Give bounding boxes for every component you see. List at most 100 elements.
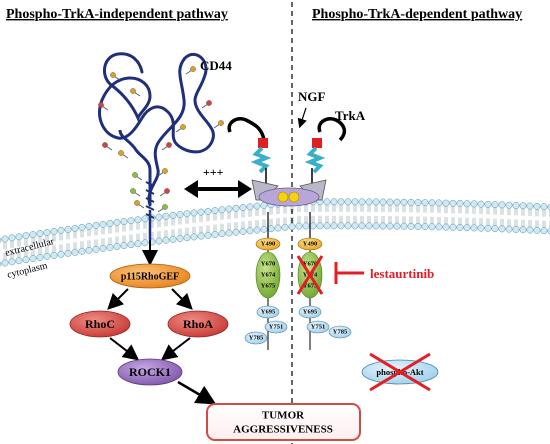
lipid-head	[400, 222, 408, 230]
lipid-head	[162, 236, 170, 244]
lipid-tail	[262, 219, 266, 227]
lipid-head	[64, 225, 72, 233]
lipid-head	[85, 222, 93, 230]
lipid-head	[225, 205, 233, 213]
svg-text:Y785: Y785	[249, 334, 264, 341]
lipid-head	[253, 202, 261, 210]
lipid-head	[8, 234, 16, 242]
lipid-tail	[129, 234, 133, 242]
lipid-head	[435, 223, 443, 231]
p115rhogef-node: p115RhoGEF	[109, 263, 191, 289]
glycan-dot	[130, 188, 136, 194]
lipid-tail	[437, 205, 441, 213]
lipid-tail	[402, 205, 406, 213]
lipid-head	[92, 245, 100, 253]
lipid-head	[435, 199, 443, 207]
lipid-head	[169, 211, 177, 219]
lipid-head	[407, 222, 415, 230]
y751-right: Y751	[306, 320, 330, 334]
lipid-head	[8, 258, 16, 266]
glycan-dot	[180, 124, 186, 130]
lipid-tail	[528, 220, 532, 228]
lipid-tail	[283, 217, 287, 225]
svg-text:TUMOR: TUMOR	[262, 410, 305, 422]
lipid-head	[505, 225, 513, 233]
lipid-head	[183, 210, 191, 218]
lipid-head	[253, 226, 261, 234]
lipid-head	[344, 198, 352, 206]
lipid-tail	[150, 231, 154, 239]
svg-text:Y675: Y675	[303, 282, 318, 289]
lipid-head	[365, 198, 373, 206]
lipid-tail	[241, 210, 245, 218]
glycan-dot	[162, 168, 168, 174]
lipid-tail	[73, 231, 77, 239]
lipid-head	[71, 224, 79, 232]
lipid-head	[218, 206, 226, 214]
rhoa-to-rock1-arrow	[160, 337, 191, 361]
lipid-head	[533, 226, 541, 234]
lipid-tail	[66, 243, 70, 251]
lipid-head	[316, 222, 324, 230]
lipid-head	[442, 199, 450, 207]
lipid-head	[309, 222, 317, 230]
lipid-tail	[500, 218, 504, 226]
lipid-head	[99, 244, 107, 252]
lipid-tail	[465, 206, 469, 214]
lipid-tail	[80, 230, 84, 238]
y695-left: Y695	[256, 305, 280, 319]
lipid-tail	[472, 206, 476, 214]
lipid-tail	[17, 250, 21, 258]
lipid-head	[190, 209, 198, 217]
lipid-head	[113, 243, 121, 250]
lipid-head	[183, 234, 191, 242]
lipid-head	[176, 235, 184, 242]
lipid-tail	[444, 206, 448, 214]
lipid-tail	[227, 222, 231, 230]
y785-left: Y785	[244, 331, 268, 345]
lipid-tail	[521, 208, 525, 216]
lipid-tail	[248, 209, 252, 217]
lipid-head	[344, 222, 352, 230]
lipid-tail	[101, 227, 105, 235]
lipid-head	[232, 204, 240, 212]
lipid-tail	[367, 215, 371, 223]
lipid-head	[358, 222, 366, 230]
lipid-tail	[171, 218, 175, 226]
lipid-head	[204, 231, 212, 239]
lipid-tail	[423, 205, 427, 213]
lipid-tail	[353, 204, 357, 212]
lipid-head	[547, 203, 550, 211]
lipid-tail	[486, 207, 490, 215]
lipid-head	[113, 219, 121, 226]
lipid-head	[99, 220, 107, 228]
lipid-head	[15, 257, 23, 265]
lipid-head	[50, 227, 58, 235]
svg-text:Y490: Y490	[261, 240, 275, 247]
lipid-tail	[360, 204, 364, 212]
lestaurtinib-label: lestaurtinib	[370, 266, 434, 281]
lipid-head	[22, 256, 30, 264]
lipid-head	[463, 224, 471, 232]
lipid-tail	[185, 216, 189, 224]
lipid-head	[162, 212, 170, 220]
lipid-head	[127, 241, 135, 249]
lipid-tail	[136, 222, 140, 230]
lipid-head	[484, 224, 492, 232]
y490-left: Y490	[255, 237, 281, 251]
lipid-head	[246, 227, 254, 235]
lipid-tail	[10, 251, 14, 259]
rock1-node: ROCK1	[117, 358, 183, 386]
lipid-tail	[507, 219, 511, 227]
lipid-tail	[157, 220, 161, 228]
trka-label: TrkA	[335, 108, 366, 123]
lipid-tail	[171, 229, 175, 237]
lipid-head	[519, 226, 527, 234]
lipid-head	[533, 202, 541, 210]
ngf-label: NGF	[298, 89, 326, 104]
lipid-head	[414, 199, 422, 206]
lipid-head	[106, 243, 114, 251]
lipid-head	[85, 246, 93, 254]
lipid-head	[526, 202, 534, 210]
lipid-tail	[374, 204, 378, 212]
